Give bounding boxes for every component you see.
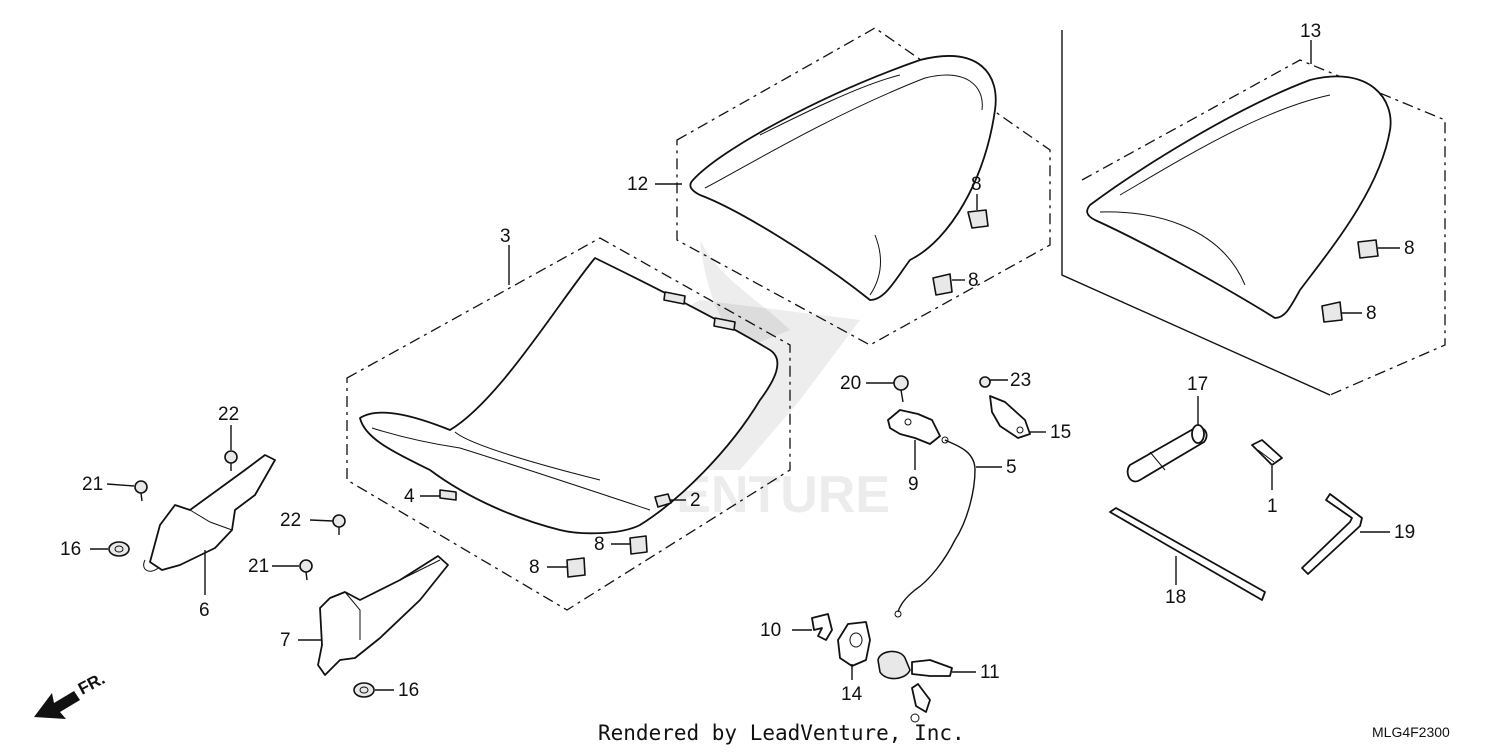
bolt-21b — [299, 559, 313, 581]
front-arrow-icon — [34, 691, 80, 719]
front-direction-indicator: FR. — [34, 669, 108, 719]
rubber-damper-8e — [629, 535, 648, 555]
callout-11: 11 — [980, 662, 1000, 683]
callout-7: 7 — [280, 630, 291, 651]
seat-catch-9 — [887, 409, 941, 445]
group-12-box — [676, 27, 1051, 346]
separator-line — [1061, 30, 1331, 396]
footer-credit: Rendered by LeadVenture, Inc. — [598, 721, 965, 745]
callout-22: 22 — [218, 404, 239, 425]
clip-10 — [811, 613, 833, 641]
tool-case-17 — [1126, 424, 1208, 483]
seat-cowl-13 — [1086, 75, 1392, 319]
callout-9: 9 — [908, 474, 919, 495]
rubber-damper-8a — [967, 209, 989, 229]
callout-16: 16 — [60, 539, 81, 560]
callout-22: 22 — [280, 510, 301, 531]
callout-21: 21 — [82, 474, 103, 495]
bolt-22a — [224, 450, 238, 471]
callout-8: 8 — [594, 534, 605, 555]
callout-4: 4 — [404, 486, 415, 507]
front-label: FR. — [75, 669, 108, 699]
callout-18: 18 — [1165, 587, 1186, 608]
callout-8: 8 — [1404, 238, 1415, 259]
seat-bracket-7 — [317, 555, 449, 676]
tool-bar-18 — [1109, 507, 1266, 601]
group-13-box — [1081, 59, 1446, 396]
bolt-23 — [979, 376, 991, 388]
callout-12: 12 — [627, 174, 648, 195]
callout-8: 8 — [968, 270, 979, 291]
callout-14: 14 — [841, 684, 863, 705]
callout-8: 8 — [1366, 303, 1377, 324]
clip-4 — [439, 489, 457, 501]
callout-16: 16 — [398, 680, 419, 701]
rubber-damper-8d — [1321, 301, 1343, 323]
bolt-21a — [134, 480, 148, 502]
fuse-1 — [1251, 439, 1283, 466]
rear-seat-12 — [689, 55, 997, 301]
seat-lock-11 — [877, 650, 953, 723]
callout-21: 21 — [248, 556, 269, 577]
callout-3: 3 — [500, 226, 511, 247]
callout-17: 17 — [1187, 374, 1208, 395]
plate-15 — [989, 395, 1031, 439]
diagram-code: MLG4F2300 — [1372, 724, 1450, 740]
grommet-16a — [108, 541, 130, 557]
callout-8: 8 — [971, 174, 982, 195]
main-seat-3 — [359, 257, 779, 535]
callout-15: 15 — [1050, 422, 1071, 443]
callout-19: 19 — [1394, 522, 1415, 543]
rubber-damper-8c — [1357, 239, 1379, 259]
callout-5: 5 — [1006, 457, 1017, 478]
bolt-22b — [332, 514, 346, 535]
callout-6: 6 — [199, 600, 210, 621]
callout-1: 1 — [1267, 496, 1278, 517]
callout-8: 8 — [529, 557, 540, 578]
group-3-box — [346, 237, 791, 611]
callout-10: 10 — [760, 620, 781, 641]
callout-2: 2 — [690, 490, 701, 511]
seat-bracket-6 — [143, 454, 276, 572]
hex-wrench-19 — [1301, 493, 1363, 575]
rubber-damper-8f — [566, 557, 586, 578]
nut-2 — [654, 493, 672, 508]
bolt-20 — [893, 375, 909, 403]
rubber-damper-8b — [932, 273, 953, 296]
holder-14 — [837, 621, 871, 667]
cable-5 — [894, 436, 976, 618]
callout-23: 23 — [1010, 370, 1031, 391]
callout-13: 13 — [1300, 21, 1321, 42]
callout-20: 20 — [840, 373, 861, 394]
grommet-16b — [353, 682, 375, 698]
